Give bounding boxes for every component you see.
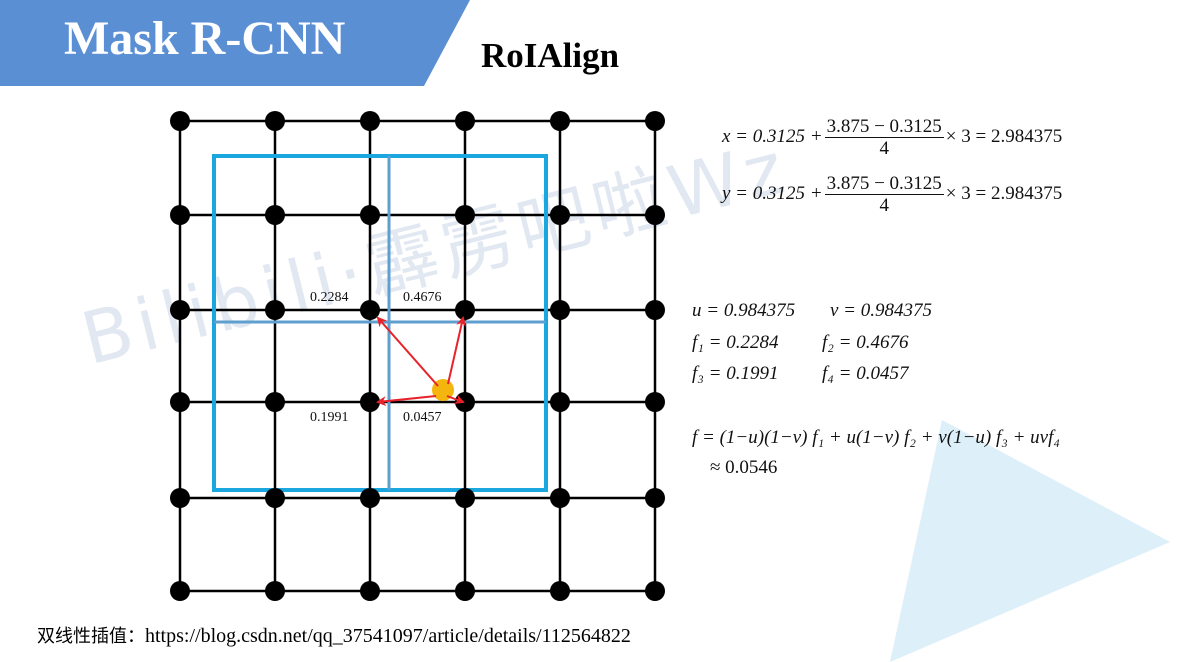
grid-point	[455, 488, 475, 508]
grid-point	[170, 205, 190, 225]
grid-point	[265, 205, 285, 225]
grid-point	[455, 205, 475, 225]
arrow-to-f4	[446, 394, 465, 404]
roialign-diagram: 0.2284 0.4676 0.1991 0.0457	[170, 111, 665, 601]
title-banner	[0, 0, 470, 86]
equation-y-numerator: 3.875 − 0.3125	[824, 173, 944, 195]
grid-point	[645, 111, 665, 131]
grid-point	[455, 111, 475, 131]
grid-point	[360, 581, 380, 601]
equation-y-rhs: × 3 = 2.984375	[945, 182, 1063, 204]
bilinear-result: ≈ 0.0546	[710, 457, 778, 478]
grid-point	[645, 392, 665, 412]
decorative-triangle	[890, 420, 1170, 662]
grid-point	[170, 300, 190, 320]
grid-point	[550, 581, 570, 601]
equation-y-denominator: 4	[879, 195, 889, 216]
footer-label: 双线性插值：	[37, 626, 145, 647]
grid-point	[265, 300, 285, 320]
arrow-to-f3	[376, 395, 437, 407]
grid-point	[550, 300, 570, 320]
grid-point	[550, 111, 570, 131]
grid-point	[360, 205, 380, 225]
grid-point	[265, 392, 285, 412]
equation-f2: f₂ = 0.4676	[822, 332, 909, 353]
grid-point	[265, 111, 285, 131]
grid-point	[550, 488, 570, 508]
page-title: Mask R-CNN	[64, 12, 346, 65]
grid-point	[265, 581, 285, 601]
grid-point	[645, 205, 665, 225]
grid-point	[455, 392, 475, 412]
arrow-to-f2	[447, 316, 467, 385]
equation-x-denominator: 4	[879, 138, 889, 159]
footer-link[interactable]: https://blog.csdn.net/qq_37541097/articl…	[145, 625, 631, 647]
grid-point	[455, 300, 475, 320]
grid-point	[550, 392, 570, 412]
grid-point	[170, 581, 190, 601]
grid-point	[170, 488, 190, 508]
equation-x-numerator: 3.875 − 0.3125	[824, 116, 944, 138]
equation-f1: f₁ = 0.2284	[692, 332, 779, 353]
grid-point	[645, 488, 665, 508]
value-label-f2: 0.4676	[403, 290, 442, 305]
equation-v: v = 0.984375	[830, 300, 933, 321]
equation-u: u = 0.984375	[692, 300, 796, 321]
grid-point	[645, 581, 665, 601]
grid-point	[170, 392, 190, 412]
arrow-to-f1	[376, 316, 439, 387]
feature-map-grid	[178, 119, 657, 593]
grid-points	[170, 111, 665, 601]
value-label-f1: 0.2284	[310, 290, 349, 305]
grid-point	[265, 488, 285, 508]
equation-x-rhs: × 3 = 2.984375	[945, 125, 1063, 147]
bilinear-formula: f = (1−u)(1−v) f₁ + u(1−v) f₂ + v(1−u) f…	[692, 427, 1060, 448]
value-label-f4: 0.0457	[403, 410, 442, 425]
grid-point	[455, 581, 475, 601]
grid-point	[360, 488, 380, 508]
equation-f4: f₄ = 0.0457	[822, 363, 909, 384]
grid-point	[550, 205, 570, 225]
grid-point	[360, 392, 380, 412]
equation-f3: f₃ = 0.1991	[692, 363, 779, 384]
value-label-f3: 0.1991	[310, 410, 349, 425]
equation-y-lhs: y = 0.3125 +	[722, 182, 823, 204]
grid-point	[360, 111, 380, 131]
grid-point	[360, 300, 380, 320]
equation-x-lhs: x = 0.3125 +	[722, 125, 823, 147]
grid-point	[645, 300, 665, 320]
footer-reference: 双线性插值：https://blog.csdn.net/qq_37541097/…	[37, 622, 631, 648]
section-subtitle: RoIAlign	[481, 36, 620, 75]
grid-point	[170, 111, 190, 131]
